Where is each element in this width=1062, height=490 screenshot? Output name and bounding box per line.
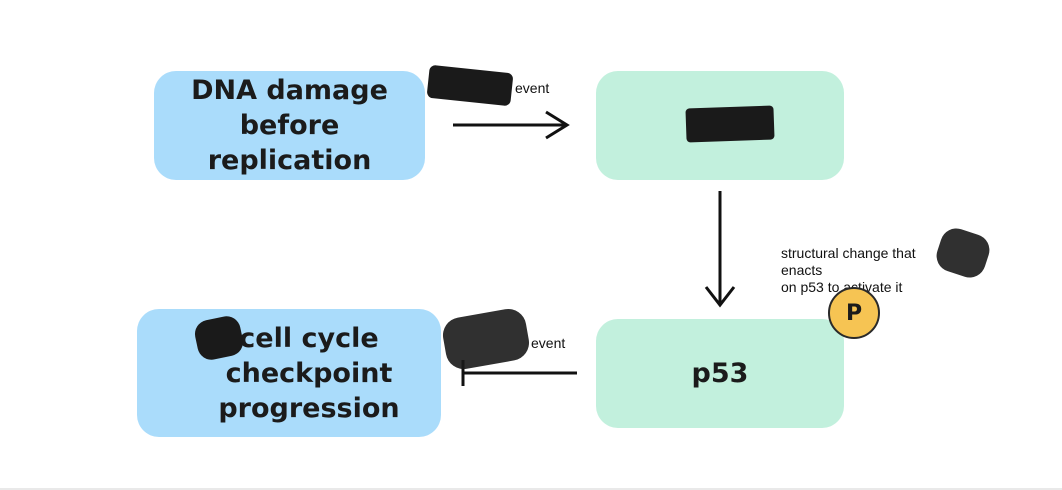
kinase-node [596, 71, 844, 180]
checkpoint-label: cell cycle checkpoint progression [218, 322, 400, 424]
dna-damage-label: DNA damage before replication [191, 75, 388, 176]
dna-damage-node: DNA damage before replication [154, 71, 425, 180]
vertical-arrow [704, 191, 736, 308]
inhibit-label: event [531, 335, 566, 351]
p53-node: p53 [596, 319, 844, 428]
p53-change-label: structural change that enacts on p53 to … [781, 245, 916, 295]
bottom-divider [0, 488, 1062, 490]
checkpoint-node: cell cycle checkpoint progression [137, 309, 441, 437]
p53-label: p53 [691, 358, 749, 389]
activation-arrow [453, 110, 570, 140]
phosphate-badge: P [828, 287, 880, 339]
phosphate-badge-label: P [845, 300, 863, 326]
top-arrow-label: event [515, 80, 550, 96]
